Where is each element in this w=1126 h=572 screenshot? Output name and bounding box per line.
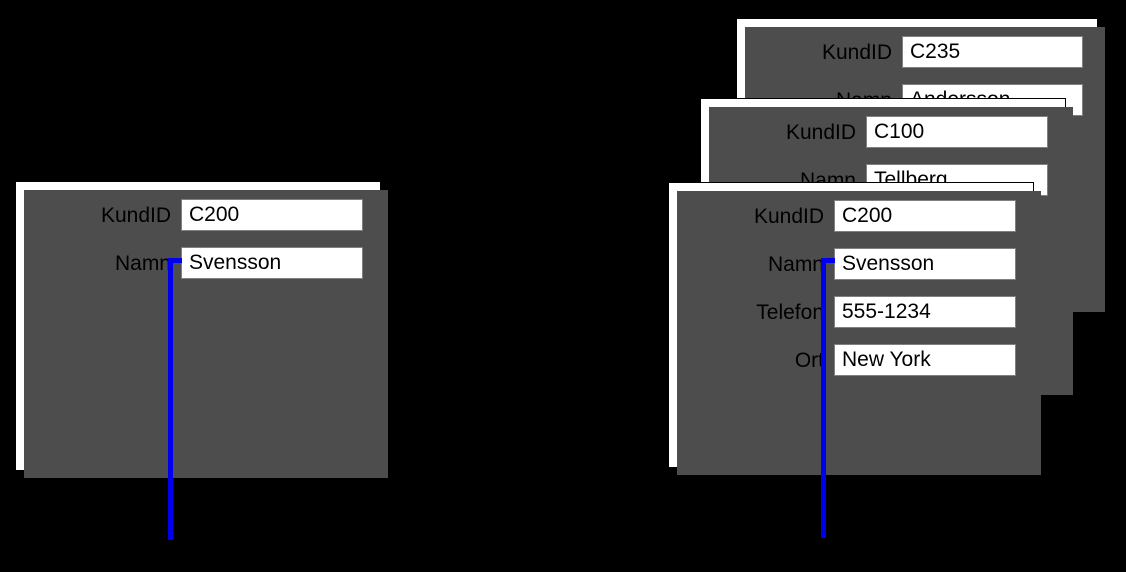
right-back-field-row-kundid[interactable]: KundID C235 bbox=[737, 35, 1097, 69]
right-front-field-label-ort: Ort bbox=[794, 348, 824, 372]
left-field-value-kundid[interactable]: C200 bbox=[181, 199, 363, 231]
right-middle-field-label-kundid: KundID bbox=[785, 120, 856, 144]
left-field-label-kundid: KundID bbox=[100, 203, 171, 227]
left-field-row-namn[interactable]: Namn Svensson bbox=[16, 246, 380, 280]
right-namn-connector bbox=[821, 258, 839, 538]
right-back-field-value-kundid[interactable]: C235 bbox=[902, 36, 1083, 68]
right-middle-field-value-kundid[interactable]: C100 bbox=[866, 116, 1048, 148]
right-front-field-label-telefon: Telefon bbox=[756, 300, 824, 324]
right-front-field-row-namn[interactable]: Namn Svensson bbox=[669, 247, 1033, 281]
right-front-field-row-kundid[interactable]: KundID C200 bbox=[669, 199, 1033, 233]
right-front-field-label-namn: Namn bbox=[767, 252, 824, 276]
left-namn-connector-elbow bbox=[168, 258, 182, 263]
left-field-row-kundid[interactable]: KundID C200 bbox=[16, 198, 380, 232]
left-field-label-namn: Namn bbox=[114, 251, 171, 275]
left-namn-connector bbox=[168, 258, 186, 540]
right-namn-connector-stem bbox=[821, 258, 826, 538]
right-middle-field-row-kundid[interactable]: KundID C100 bbox=[701, 115, 1065, 149]
left-field-value-namn[interactable]: Svensson bbox=[181, 247, 363, 279]
right-front-field-row-telefon[interactable]: Telefon 555-1234 bbox=[669, 295, 1033, 329]
left-namn-connector-stem bbox=[168, 258, 173, 540]
right-front-field-label-kundid: KundID bbox=[753, 204, 824, 228]
right-front-field-value-telefon[interactable]: 555-1234 bbox=[834, 296, 1016, 328]
right-namn-connector-elbow bbox=[821, 258, 835, 263]
right-record-card-front[interactable]: KundID C200 Namn Svensson Telefon 555-12… bbox=[668, 182, 1041, 475]
right-front-field-value-namn[interactable]: Svensson bbox=[834, 248, 1016, 280]
right-front-field-row-ort[interactable]: Ort New York bbox=[669, 343, 1033, 377]
left-record-card[interactable]: KundID C200 Namn Svensson bbox=[15, 181, 388, 478]
right-front-field-value-ort[interactable]: New York bbox=[834, 344, 1016, 376]
right-back-field-label-kundid: KundID bbox=[821, 40, 892, 64]
right-front-field-value-kundid[interactable]: C200 bbox=[834, 200, 1016, 232]
